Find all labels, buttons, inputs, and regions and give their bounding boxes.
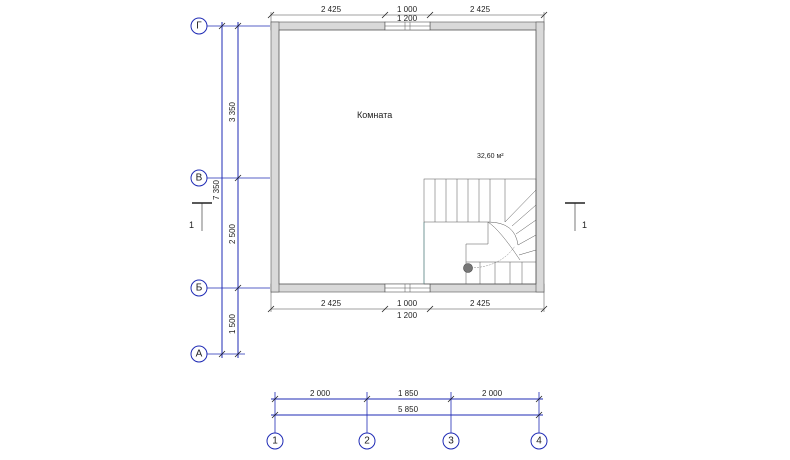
section-mark-right: 1: [565, 202, 587, 231]
axis-col-label: 2: [364, 436, 370, 447]
axis-row-label: Г: [196, 21, 202, 32]
row-axes: Г В Б А 3 350 2 500 1 500 7 350: [190, 17, 270, 363]
window-bottom: [384, 283, 431, 293]
dim-col-seg1: 2 000: [310, 389, 331, 398]
dim-top-left: 2 425: [321, 5, 342, 14]
top-dimension-chain: 2 425 1 000 1 200 2 425: [267, 5, 548, 23]
room-name: Комната: [357, 110, 392, 120]
dim-col-total: 5 850: [398, 405, 419, 414]
dim-top-mid: 1 000: [397, 5, 418, 14]
dim-bottom-left: 2 425: [321, 299, 342, 308]
dim-left-seg2: 2 500: [228, 223, 237, 244]
dim-col-seg2: 1 850: [398, 389, 419, 398]
staircase: [423, 178, 537, 285]
dim-bottom-mid-outer: 1 200: [397, 311, 418, 320]
dim-top-right: 2 425: [470, 5, 491, 14]
col-axes: 2 000 1 850 2 000 5 850 1 2 3 4: [266, 389, 548, 450]
axis-row-label: В: [196, 173, 203, 184]
room-area: 32,60 м²: [477, 153, 504, 160]
section-label-right: 1: [582, 220, 587, 230]
axis-row-label: Б: [196, 283, 203, 294]
stair-start-dot: [463, 263, 473, 273]
dim-col-seg3: 2 000: [482, 389, 503, 398]
axis-col-label: 1: [272, 436, 278, 447]
dim-left-seg3: 1 500: [228, 313, 237, 334]
dim-bottom-right: 2 425: [470, 299, 491, 308]
section-label-left: 1: [189, 220, 194, 230]
dim-bottom-mid: 1 000: [397, 299, 418, 308]
axis-row-label: А: [196, 349, 203, 360]
window-top: [384, 21, 431, 31]
dim-left-total: 7 350: [212, 179, 221, 200]
bottom-dimension-chain: 2 425 1 000 1 200 2 425: [267, 292, 548, 320]
section-mark-left: 1: [189, 202, 212, 231]
axis-col-label: 3: [448, 436, 454, 447]
axis-col-label: 4: [536, 436, 542, 447]
dim-top-mid-outer: 1 200: [397, 14, 418, 23]
dim-left-seg1: 3 350: [228, 101, 237, 122]
